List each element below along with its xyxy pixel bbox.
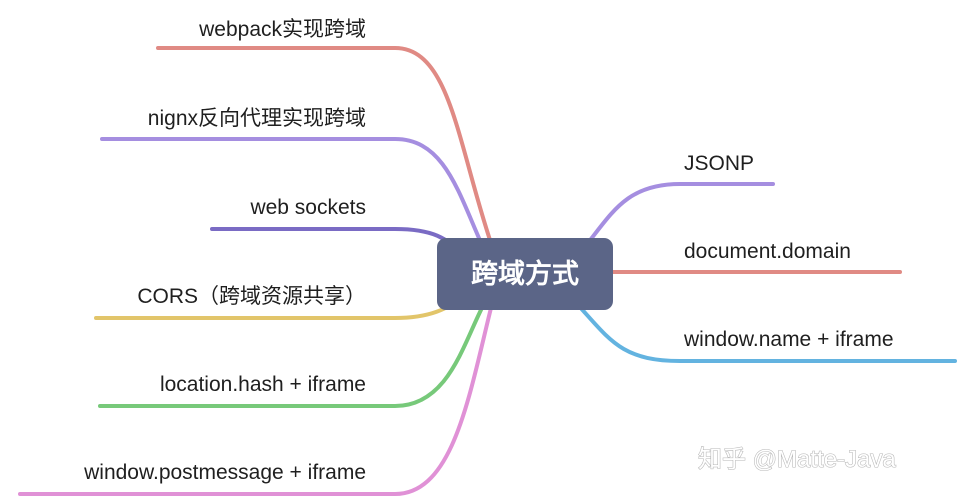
branch-line-nginx-proxy — [100, 137, 490, 260]
branch-label-webpack: webpack实现跨域 — [198, 18, 366, 41]
branch-line-location-hash — [98, 298, 488, 408]
branch-line-postmessage — [18, 298, 495, 496]
branch-label-jsonp: JSONP — [684, 152, 754, 175]
branch-label-nginx-proxy: nignx反向代理实现跨域 — [148, 107, 366, 130]
branch-label-document-domain: document.domain — [684, 240, 851, 263]
center-node: 跨域方式 — [437, 238, 613, 310]
center-node-box — [437, 238, 613, 310]
branch-line-window-name — [576, 303, 957, 363]
branch-label-window-name: window.name + iframe — [683, 328, 894, 351]
branch-label-web-sockets: web sockets — [249, 196, 366, 219]
branch-label-cors: CORS（跨域资源共享） — [137, 285, 366, 308]
left-branches: webpack实现跨域 nignx反向代理实现跨域 web sockets CO… — [18, 18, 497, 496]
right-branches: JSONP document.domain window.name + ifra… — [576, 152, 957, 363]
branch-line-web-sockets — [210, 227, 472, 264]
center-node-label: 跨域方式 — [471, 258, 579, 289]
watermark-text: 知乎 @Matte-Java — [698, 446, 896, 473]
branch-line-webpack — [156, 46, 497, 257]
branch-label-postmessage: window.postmessage + iframe — [83, 461, 366, 484]
branch-label-location-hash: location.hash + iframe — [160, 373, 366, 396]
